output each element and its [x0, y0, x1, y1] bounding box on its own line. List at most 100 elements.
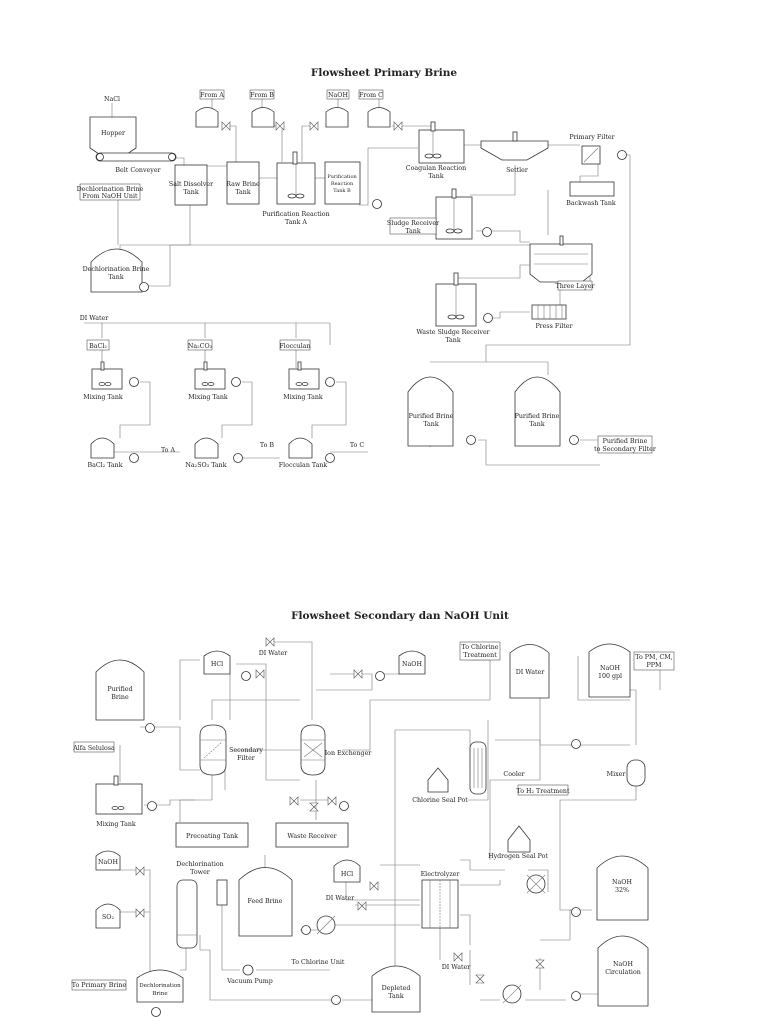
- svg-text:From B: From B: [250, 92, 274, 99]
- purified-brine-tank-1: [407, 376, 454, 447]
- naoh-tank-top: [398, 650, 426, 675]
- svg-text:Mixing Tank: Mixing Tank: [283, 394, 323, 401]
- dechlorination-tower: [176, 879, 198, 949]
- svg-text:Backwash Tank: Backwash Tank: [566, 200, 616, 207]
- coagulan-reaction-tank: [418, 121, 465, 164]
- svg-text:Brine: Brine: [152, 991, 167, 997]
- svg-text:To Chlorine: To Chlorine: [462, 644, 499, 651]
- svg-text:NaOH: NaOH: [328, 92, 348, 99]
- svg-text:Hydrogen Seal Pot: Hydrogen Seal Pot: [488, 853, 548, 860]
- svg-text:Precoating Tank: Precoating Tank: [186, 833, 238, 840]
- tank-naoh-primary: [325, 107, 349, 128]
- sludge-receiver-tank: [435, 188, 473, 240]
- dechlorination-filter-column: [216, 879, 228, 906]
- svg-text:Chlorine Seal Pot: Chlorine Seal Pot: [412, 797, 468, 804]
- svg-text:DI Water: DI Water: [259, 650, 288, 657]
- feed-brine-tank: [238, 867, 293, 937]
- purified-brine-tank-2: [514, 376, 561, 447]
- svg-text:Three Layer: Three Layer: [556, 283, 596, 290]
- svg-text:Circulation: Circulation: [605, 969, 641, 976]
- flocculan-tank: [288, 437, 313, 459]
- so2-tank: [95, 903, 121, 929]
- hcl-tank-top: [203, 650, 231, 675]
- svg-text:DI Water: DI Water: [516, 669, 545, 676]
- primary-label-boxes: [79, 89, 653, 454]
- backwash-tank: [569, 181, 615, 197]
- svg-text:32%: 32%: [615, 887, 629, 894]
- svg-text:To H₂ Treatment: To H₂ Treatment: [516, 788, 569, 795]
- svg-text:100 gpl: 100 gpl: [598, 673, 622, 680]
- svg-text:BaCl₂: BaCl₂: [89, 343, 107, 350]
- svg-text:Mixing Tank: Mixing Tank: [188, 394, 228, 401]
- svg-text:Press Filter: Press Filter: [535, 323, 573, 330]
- secondary-valves: [135, 637, 545, 984]
- svg-text:Salt Dissolver: Salt Dissolver: [169, 181, 214, 188]
- svg-text:From NaOH Unit: From NaOH Unit: [83, 193, 138, 200]
- svg-text:BaCl₂ Tank: BaCl₂ Tank: [87, 462, 122, 469]
- vacuum-pump: [242, 964, 254, 976]
- press-filter: [531, 304, 567, 320]
- belt-conveyor: [95, 152, 177, 162]
- svg-text:Belt Conveyer: Belt Conveyer: [115, 167, 161, 174]
- secondary-filter: [199, 724, 227, 776]
- primary-pumps: [129, 150, 627, 463]
- svg-text:To C: To C: [350, 442, 365, 449]
- depleted-tank: [371, 965, 421, 1013]
- svg-text:NaOH: NaOH: [612, 879, 632, 886]
- hcl-tank-mid: [333, 859, 361, 883]
- svg-text:Tank: Tank: [388, 993, 404, 1000]
- precoating-tank: [175, 822, 249, 848]
- svg-text:Primary Filter: Primary Filter: [569, 134, 615, 141]
- three-layer-clarifier: [529, 235, 593, 283]
- svg-text:Filter: Filter: [237, 755, 256, 762]
- svg-text:Depleted: Depleted: [382, 985, 411, 992]
- primary-flowsheet-title: Flowsheet Primary Brine: [311, 67, 458, 79]
- svg-text:To Chlorine Unit: To Chlorine Unit: [292, 959, 345, 966]
- svg-text:Mixing Tank: Mixing Tank: [83, 394, 123, 401]
- svg-text:Ion Exchenger: Ion Exchenger: [325, 750, 373, 757]
- heat-exchanger-hydrogen: [526, 874, 546, 894]
- svg-text:Raw Brine: Raw Brine: [226, 181, 260, 188]
- hydrogen-seal-pot: [507, 825, 531, 853]
- mixer: [626, 759, 646, 787]
- svg-text:Purification Reaction: Purification Reaction: [262, 211, 329, 218]
- svg-text:From A: From A: [200, 92, 224, 99]
- svg-text:To PM, CM,: To PM, CM,: [635, 654, 672, 661]
- svg-text:Sludge Receiver: Sludge Receiver: [387, 220, 440, 227]
- electrolyzer: [421, 879, 459, 929]
- svg-text:HCl: HCl: [211, 661, 223, 668]
- purified-brine-storage: [95, 659, 145, 721]
- svg-text:Tank: Tank: [108, 274, 124, 281]
- cooler: [469, 741, 487, 795]
- mixing-tank-secondary: [95, 775, 143, 815]
- svg-text:From C: From C: [359, 92, 383, 99]
- svg-text:Purified Brine: Purified Brine: [409, 413, 454, 420]
- svg-text:Cooler: Cooler: [503, 771, 525, 778]
- svg-text:HCl: HCl: [341, 871, 353, 878]
- secondary-flowsheet-title: Flowsheet Secondary dan NaOH Unit: [291, 610, 509, 622]
- primary-filter: [581, 145, 601, 165]
- svg-text:Flocculan: Flocculan: [279, 343, 310, 350]
- svg-text:Flocculan Tank: Flocculan Tank: [279, 462, 328, 469]
- dechlorination-brine-tank: [90, 248, 143, 293]
- waste-receiver: [275, 822, 349, 848]
- svg-text:Tank: Tank: [183, 189, 199, 196]
- svg-text:DI Water: DI Water: [326, 895, 355, 902]
- svg-text:Purified Brine: Purified Brine: [515, 413, 560, 420]
- svg-text:To Primary Brine: To Primary Brine: [72, 982, 127, 989]
- naoh-32-tank: [596, 855, 649, 921]
- svg-text:Purified: Purified: [107, 686, 132, 693]
- naoh-circulation-tank: [597, 935, 649, 1007]
- svg-text:Secondary: Secondary: [229, 747, 263, 754]
- secondary-pumps: [145, 671, 581, 1017]
- svg-text:PPM: PPM: [647, 662, 662, 669]
- svg-text:Purification: Purification: [327, 174, 357, 180]
- svg-text:Waste Sludge Receiver: Waste Sludge Receiver: [416, 329, 490, 336]
- svg-text:Tank: Tank: [423, 421, 439, 428]
- svg-text:Dechlorination Brine: Dechlorination Brine: [83, 266, 150, 273]
- settler: [480, 131, 549, 161]
- svg-text:Dechlorination Brine: Dechlorination Brine: [77, 186, 144, 193]
- bacl2-tank: [90, 437, 115, 459]
- svg-text:DI Water: DI Water: [80, 315, 109, 322]
- svg-text:Mixing Tank: Mixing Tank: [96, 821, 136, 828]
